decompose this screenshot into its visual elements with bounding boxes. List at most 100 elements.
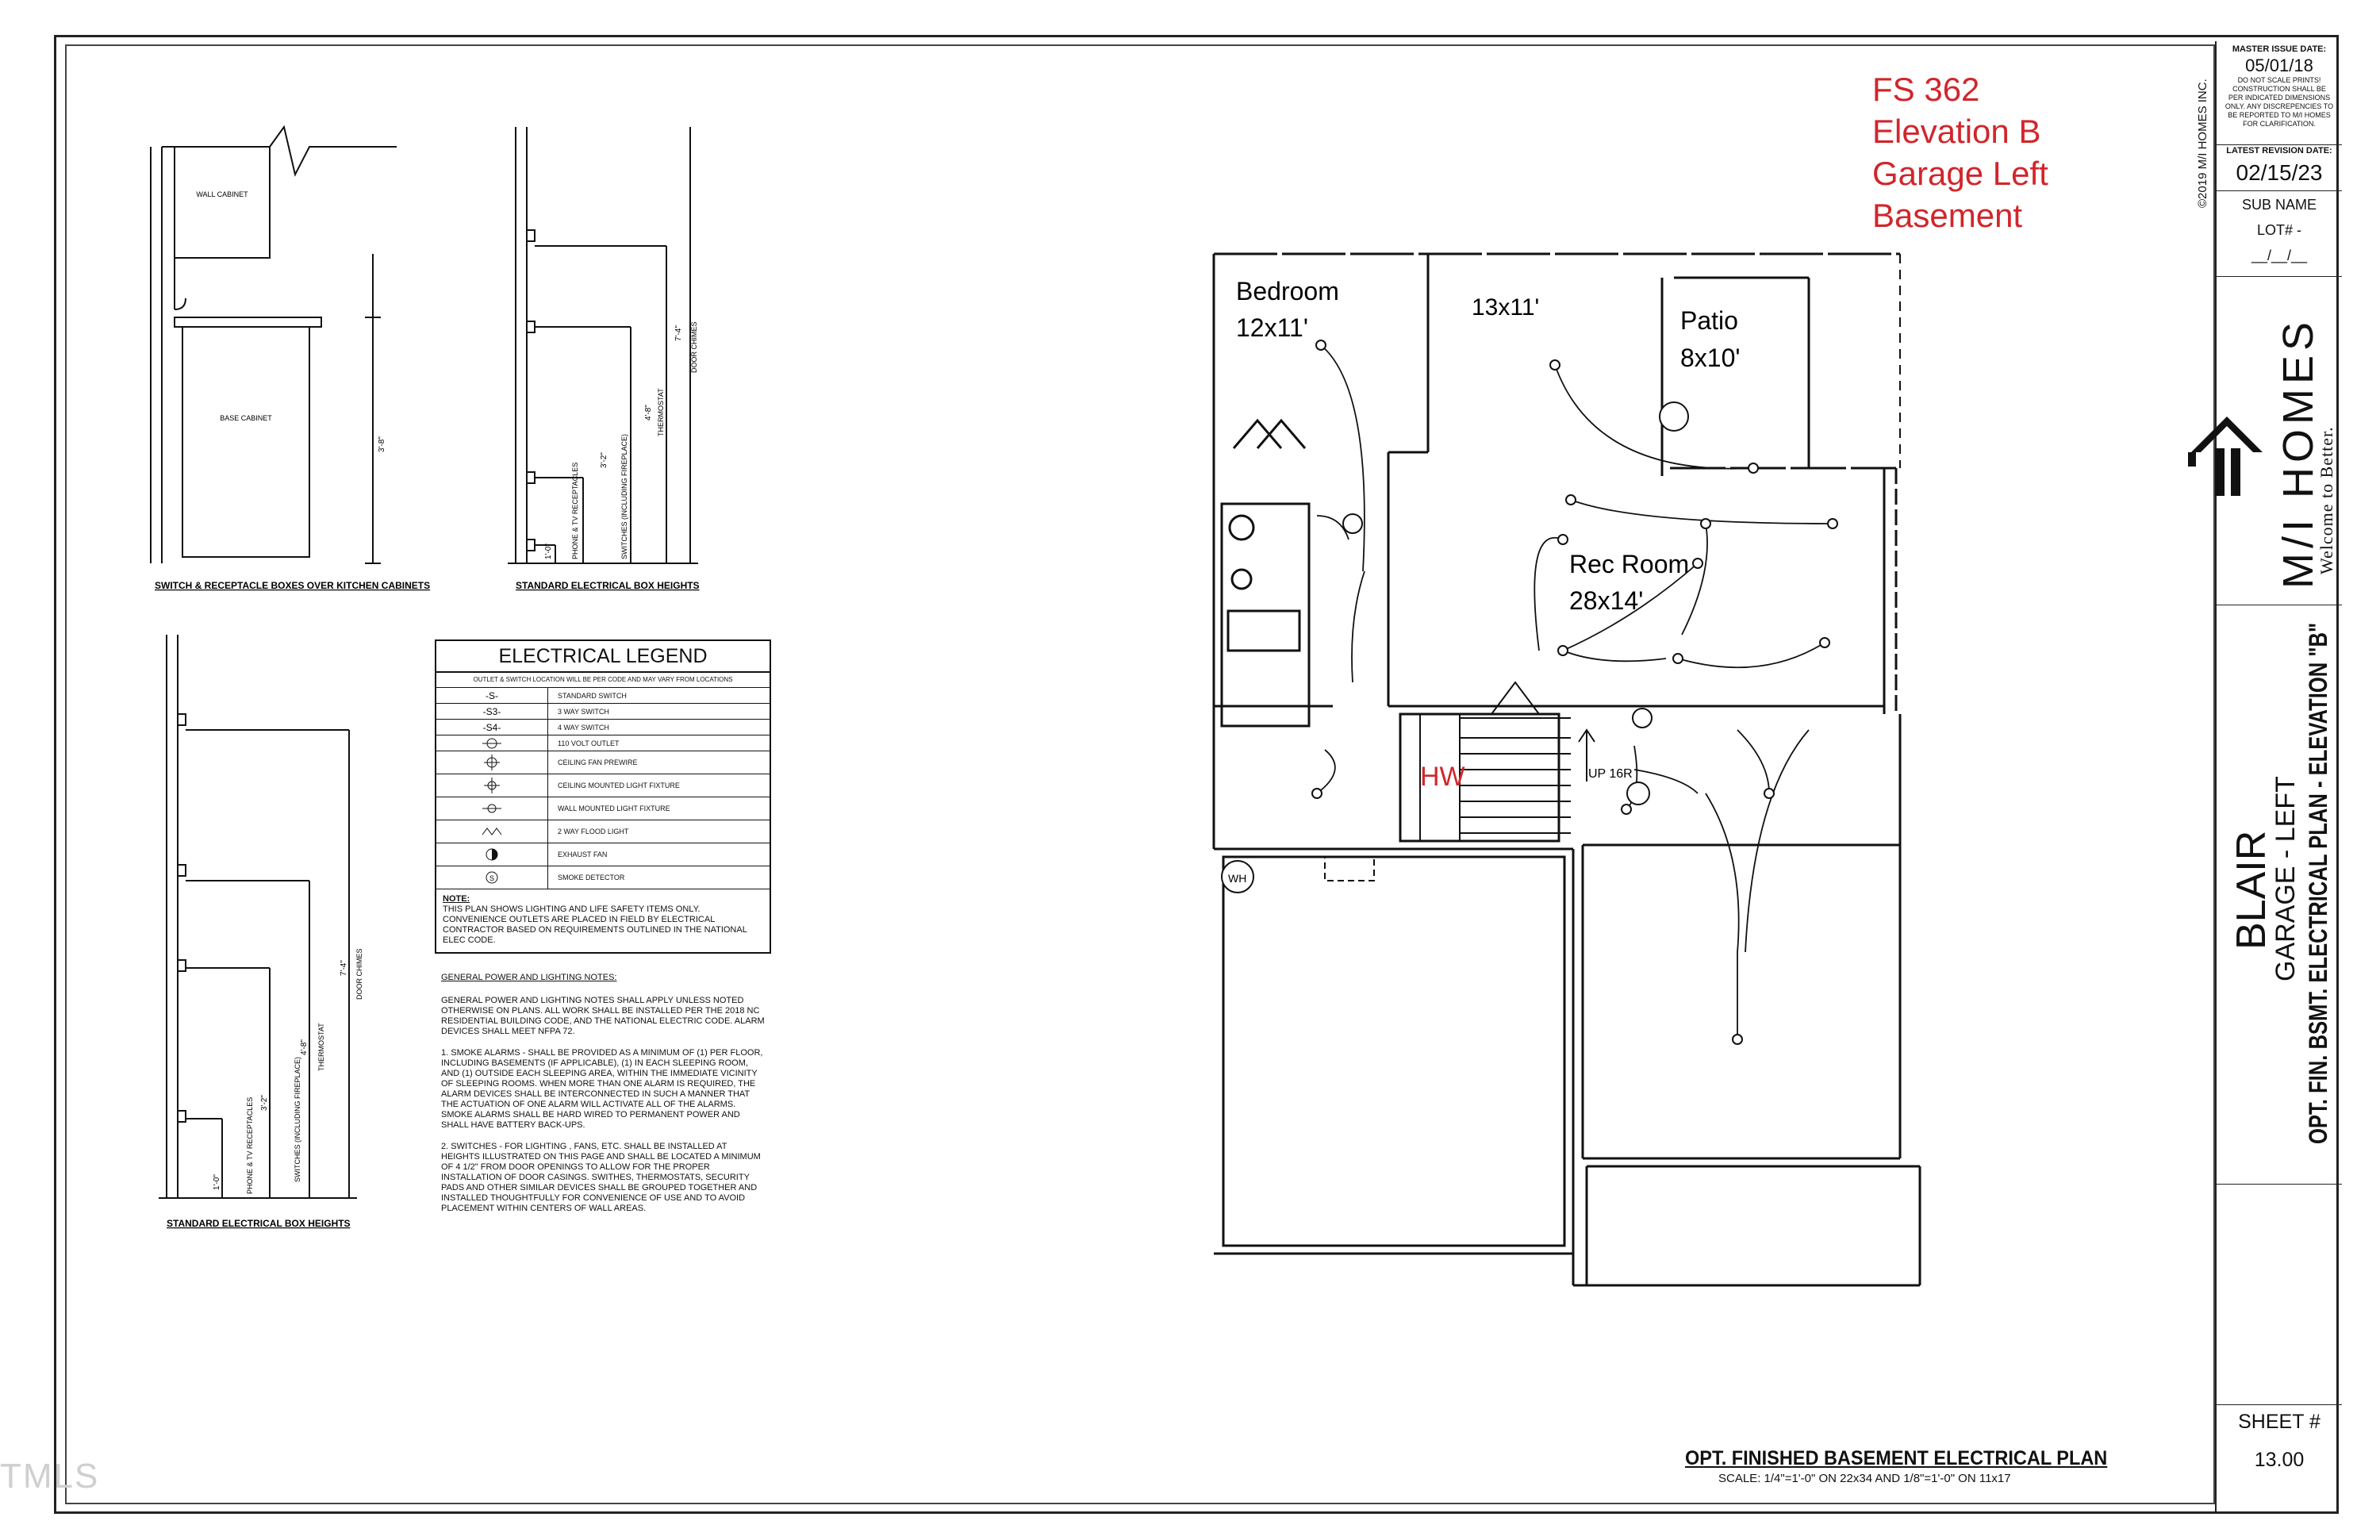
legend-row: 2 WAY FLOOD LIGHT (436, 820, 770, 843)
legend-label: WALL MOUNTED LIGHT FIXTURE (558, 805, 670, 812)
legend-note-text: THIS PLAN SHOWS LIGHTING AND LIFE SAFETY… (443, 904, 747, 945)
electrical-legend: ELECTRICAL LEGEND OUTLET & SWITCH LOCATI… (435, 639, 771, 954)
title-block: MASTER ISSUE DATE: 05/01/18 DO NOT SCALE… (2188, 41, 2342, 1514)
master-issue-label: MASTER ISSUE DATE: (2232, 44, 2327, 54)
brand-name: M/I HOMES (2274, 317, 2322, 589)
legend-symbol-icon: -S- (436, 688, 548, 703)
mi-homes-logo-icon (2188, 417, 2263, 496)
phone-tv-label-2: PHONE & TV RECEPTACLES (246, 1097, 254, 1194)
legend-row: -S3- 3 WAY SWITCH (436, 704, 770, 720)
sheet-number: 13.00 (2254, 1449, 2305, 1471)
dim-1-0-b: 1'-0" (213, 1174, 221, 1190)
sub-name: SUB NAME (2241, 197, 2317, 213)
legend-label: CEILING MOUNTED LIGHT FIXTURE (558, 782, 680, 789)
dim-4-8-b: 4'-8" (300, 1039, 309, 1055)
legend-row: CEILING MOUNTED LIGHT FIXTURE (436, 774, 770, 797)
tmls-watermark: TMLS (0, 1457, 100, 1496)
room-rec: Rec Room (1569, 550, 1689, 578)
plan-name: BLAIR (2228, 830, 2274, 950)
legend-row: 110 VOLT OUTLET (436, 735, 770, 751)
legend-row: -S4-4 WAY SWITCH (436, 720, 770, 735)
plan-title: OPT. FINISHED BASEMENT ELECTRICAL PLAN (1685, 1447, 2108, 1469)
legend-subtitle: OUTLET & SWITCH LOCATION WILL BE PER COD… (436, 673, 770, 688)
dim-3-2-b: 3'-2" (260, 1095, 269, 1111)
legend-symbol-icon: S (436, 866, 548, 889)
latest-revision-label: LATEST REVISION DATE: (2226, 146, 2332, 156)
room-wh: WH (1228, 872, 1246, 885)
latest-revision-date: 02/15/23 (2236, 160, 2323, 185)
room-bedroom-size: 12x11' (1236, 313, 1308, 342)
dim-7-4-b: 7'-4" (340, 960, 348, 976)
general-notes-intro: GENERAL POWER AND LIGHTING NOTES SHALL A… (441, 996, 765, 1036)
legend-note-heading: NOTE: (443, 894, 470, 904)
legend-row: CEILING FAN PREWIRE (436, 751, 770, 774)
kitchen-detail-title: SWITCH & RECEPTACLE BOXES OVER KITCHEN C… (155, 580, 430, 591)
legend-label: 110 VOLT OUTLET (558, 739, 620, 747)
dim-1-0: 1'-0" (544, 543, 553, 559)
room-patio-size: 8x10' (1680, 344, 1741, 372)
door-chimes-label: DOOR CHIMES (690, 321, 698, 373)
general-notes-heading: GENERAL POWER AND LIGHTING NOTES: (441, 973, 617, 982)
legend-label: EXHAUST FAN (558, 851, 608, 858)
std-box-heights-bottom: PHONE & TV RECEPTACLES 1'-0" SWITCHES (I… (159, 635, 363, 1229)
legend-label: STANDARD SWITCH (558, 691, 627, 700)
fs-basement: Basement (1872, 197, 2023, 234)
sheet-border (54, 35, 2339, 1514)
legend-row: WALL MOUNTED LIGHT FIXTURE (436, 797, 770, 820)
general-notes-item-2: 2. SWITCHES - FOR LIGHTING , FANS, ETC. … (441, 1142, 761, 1213)
fs-elevation: Elevation B (1872, 113, 2041, 150)
legend-label: 3 WAY SWITCH (558, 707, 609, 716)
legend-symbol-icon: -S3- (436, 704, 548, 719)
legend-label: 2 WAY FLOOD LIGHT (558, 828, 629, 835)
legend-symbol-icon (436, 797, 548, 820)
garage-label: GARAGE - LEFT (2271, 776, 2301, 981)
room-rec-size: 28x14' (1569, 586, 1643, 615)
date-blank: __/__/__ (2251, 248, 2308, 263)
dim-4-8: 4'-8" (644, 405, 653, 421)
std-heights-title-bottom: STANDARD ELECTRICAL BOX HEIGHTS (167, 1218, 351, 1229)
svg-text:-S-: -S- (486, 690, 498, 701)
stair-up-label: UP 16R (1588, 767, 1633, 781)
svg-text:-S3-: -S3- (483, 706, 501, 717)
dim-3-2: 3'-2" (600, 452, 608, 468)
plan-scale: SCALE: 1/4"=1'-0" ON 22x34 AND 1/8"=1'-0… (1718, 1472, 2011, 1485)
legend-row: -S- STANDARD SWITCH (436, 688, 770, 704)
std-box-heights-top: PHONE & TV RECEPTACLES 1'-0" SWITCHES (I… (508, 127, 700, 591)
fs-note: FS 362 Elevation B Garage Left Basement (1872, 68, 2048, 236)
switches-label: SWITCHES (INCLUDING FIREPLACE) (620, 434, 628, 559)
copyright-text: ©2019 M/I HOMES INC. (2196, 79, 2209, 208)
door-chimes-label-2: DOOR CHIMES (355, 948, 363, 1000)
switches-label-2: SWITCHES (INCLUDING FIREPLACE) (294, 1057, 301, 1182)
legend-label: SMOKE DETECTOR (558, 874, 625, 881)
phone-tv-label: PHONE & TV RECEPTACLES (571, 463, 579, 559)
plan-description: OPT. FIN. BSMT. ELECTRICAL PLAN - ELEVAT… (2304, 622, 2332, 1144)
legend-row: EXHAUST FAN (436, 843, 770, 866)
svg-text:S: S (489, 874, 494, 882)
plan-title-block: OPT. FINISHED BASEMENT ELECTRICAL PLAN S… (1685, 1447, 2161, 1485)
sheet-label: SHEET # (2238, 1411, 2320, 1433)
room-hw: HW (1420, 762, 1465, 792)
legend-symbol-icon (436, 774, 548, 797)
svg-text:-S4-: -S4- (483, 722, 501, 733)
disclaimer: DO NOT SCALE PRINTS! CONSTRUCTION SHALL … (2225, 76, 2334, 128)
thermostat-label: THERMOSTAT (657, 388, 665, 436)
legend-row: S SMOKE DETECTOR (436, 866, 770, 889)
fs-garage: Garage Left (1872, 155, 2048, 192)
lot-number: LOT# - (2256, 222, 2301, 238)
room-patio: Patio (1680, 306, 1738, 335)
kitchen-box-detail: WALL CABINET BASE CABINET 3'-8" SWITCH &… (150, 125, 430, 591)
wall-cabinet-label: WALL CABINET (196, 190, 248, 198)
room-bedroom: Bedroom (1236, 277, 1339, 305)
dim-7-4: 7'-4" (674, 325, 683, 341)
legend-symbol-icon (436, 735, 548, 751)
kitchen-dim: 3'-8" (378, 436, 386, 452)
legend-symbol-icon: -S4- (436, 720, 548, 735)
legend-symbol-icon (436, 751, 548, 774)
floor-plan: Bedroom 12x11' 13x11' Patio 8x10' Rec Ro… (1212, 252, 1921, 1287)
std-heights-title-top: STANDARD ELECTRICAL BOX HEIGHTS (516, 580, 700, 591)
general-notes: GENERAL POWER AND LIGHTING NOTES: GENERA… (441, 973, 766, 1214)
legend-label: CEILING FAN PREWIRE (558, 758, 638, 766)
brand-tagline: Welcome to Better. (2317, 426, 2336, 574)
master-issue-date: 05/01/18 (2245, 56, 2313, 75)
legend-title: ELECTRICAL LEGEND (436, 641, 770, 673)
